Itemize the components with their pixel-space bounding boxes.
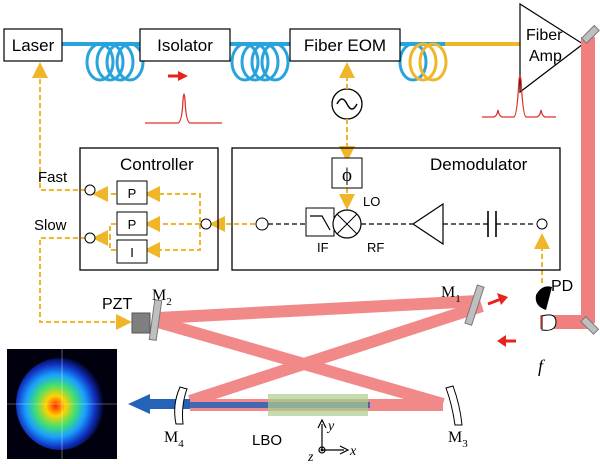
low-pass-filter-icon: [305, 207, 335, 237]
controller-box: Controller P P I: [79, 147, 219, 271]
demodulator-box: Demodulator ϕ IF LO RF: [231, 147, 561, 271]
m1-label: M1: [441, 284, 461, 305]
fiber-eom-box: Fiber EOM: [289, 28, 401, 62]
pzt-actuator: [131, 312, 151, 334]
phi-label: ϕ: [342, 165, 352, 186]
demod-input-port: [536, 218, 548, 230]
beam-profile-image: [7, 349, 117, 459]
oscillator-source: [331, 88, 363, 120]
p-block-slow: [116, 211, 148, 236]
pzt-label: PZT: [102, 296, 132, 313]
f-label: f: [538, 356, 546, 376]
control-signal-lines: [32, 62, 550, 330]
lo-label: LO: [363, 194, 380, 209]
mirror-m1: [464, 284, 485, 326]
sine-source-icon: [336, 98, 358, 110]
axis-x-label: x: [349, 444, 357, 459]
m4-label: M4: [164, 429, 184, 450]
lbo-label: LBO: [252, 432, 282, 449]
laser-box: Laser: [3, 28, 63, 62]
slow-output-port: [84, 232, 96, 244]
fiber-coil-2: [230, 42, 290, 82]
lbo-crystal: [268, 394, 368, 416]
controller-label: Controller: [120, 155, 194, 174]
fast-label: Fast: [38, 169, 68, 186]
controller-input-port: [200, 218, 212, 230]
cavity-beams: [156, 295, 484, 411]
i-block: [116, 239, 148, 264]
i-label: I: [130, 245, 134, 260]
m2-label: M2: [152, 287, 172, 308]
photodiode: [535, 286, 557, 331]
isolator-box: Isolator: [139, 28, 231, 62]
isolator-label: Isolator: [157, 36, 213, 55]
isolator-spectrum: [145, 93, 222, 124]
mirror-m2: [148, 299, 163, 341]
pd-label: PD: [551, 278, 573, 295]
reflection-arrows: [487, 293, 516, 347]
fiber-eom-label: Fiber EOM: [304, 36, 386, 55]
fold-mirror-top: [580, 24, 600, 44]
mixer-icon: [332, 209, 362, 239]
axis-z-label: z: [307, 450, 314, 464]
mirror-m4: [174, 386, 188, 425]
mirror-m3: [445, 385, 463, 426]
fast-output-port: [84, 184, 96, 196]
demodulator-label: Demodulator: [430, 155, 528, 174]
demod-output-port: [255, 217, 269, 231]
laser-label: Laser: [12, 36, 55, 55]
rf-label: RF: [367, 240, 384, 255]
amplifier-icon: [411, 202, 444, 246]
m3-label: M3: [448, 429, 468, 450]
fold-mirror-bottom: [580, 315, 600, 335]
p-block-fast: [116, 180, 148, 205]
fiber-amp-label-2: Amp: [529, 48, 562, 65]
p-label-fast: P: [128, 186, 137, 201]
fiber-coil-3: [398, 42, 520, 82]
slow-label: Slow: [34, 217, 67, 234]
phase-shifter: [331, 157, 363, 189]
if-label: IF: [317, 240, 329, 255]
fiber-coil-1: [85, 42, 145, 82]
isolator-direction-arrow: [168, 71, 188, 81]
amp-spectrum: [482, 75, 556, 118]
fiber-amp: Fiber Amp: [519, 2, 585, 94]
coordinate-axes: [317, 418, 350, 455]
axis-y-label: y: [326, 419, 335, 434]
capacitor-icon: [487, 211, 497, 237]
p-label-slow: P: [128, 217, 137, 232]
fiber-amp-label-1: Fiber: [526, 27, 563, 44]
